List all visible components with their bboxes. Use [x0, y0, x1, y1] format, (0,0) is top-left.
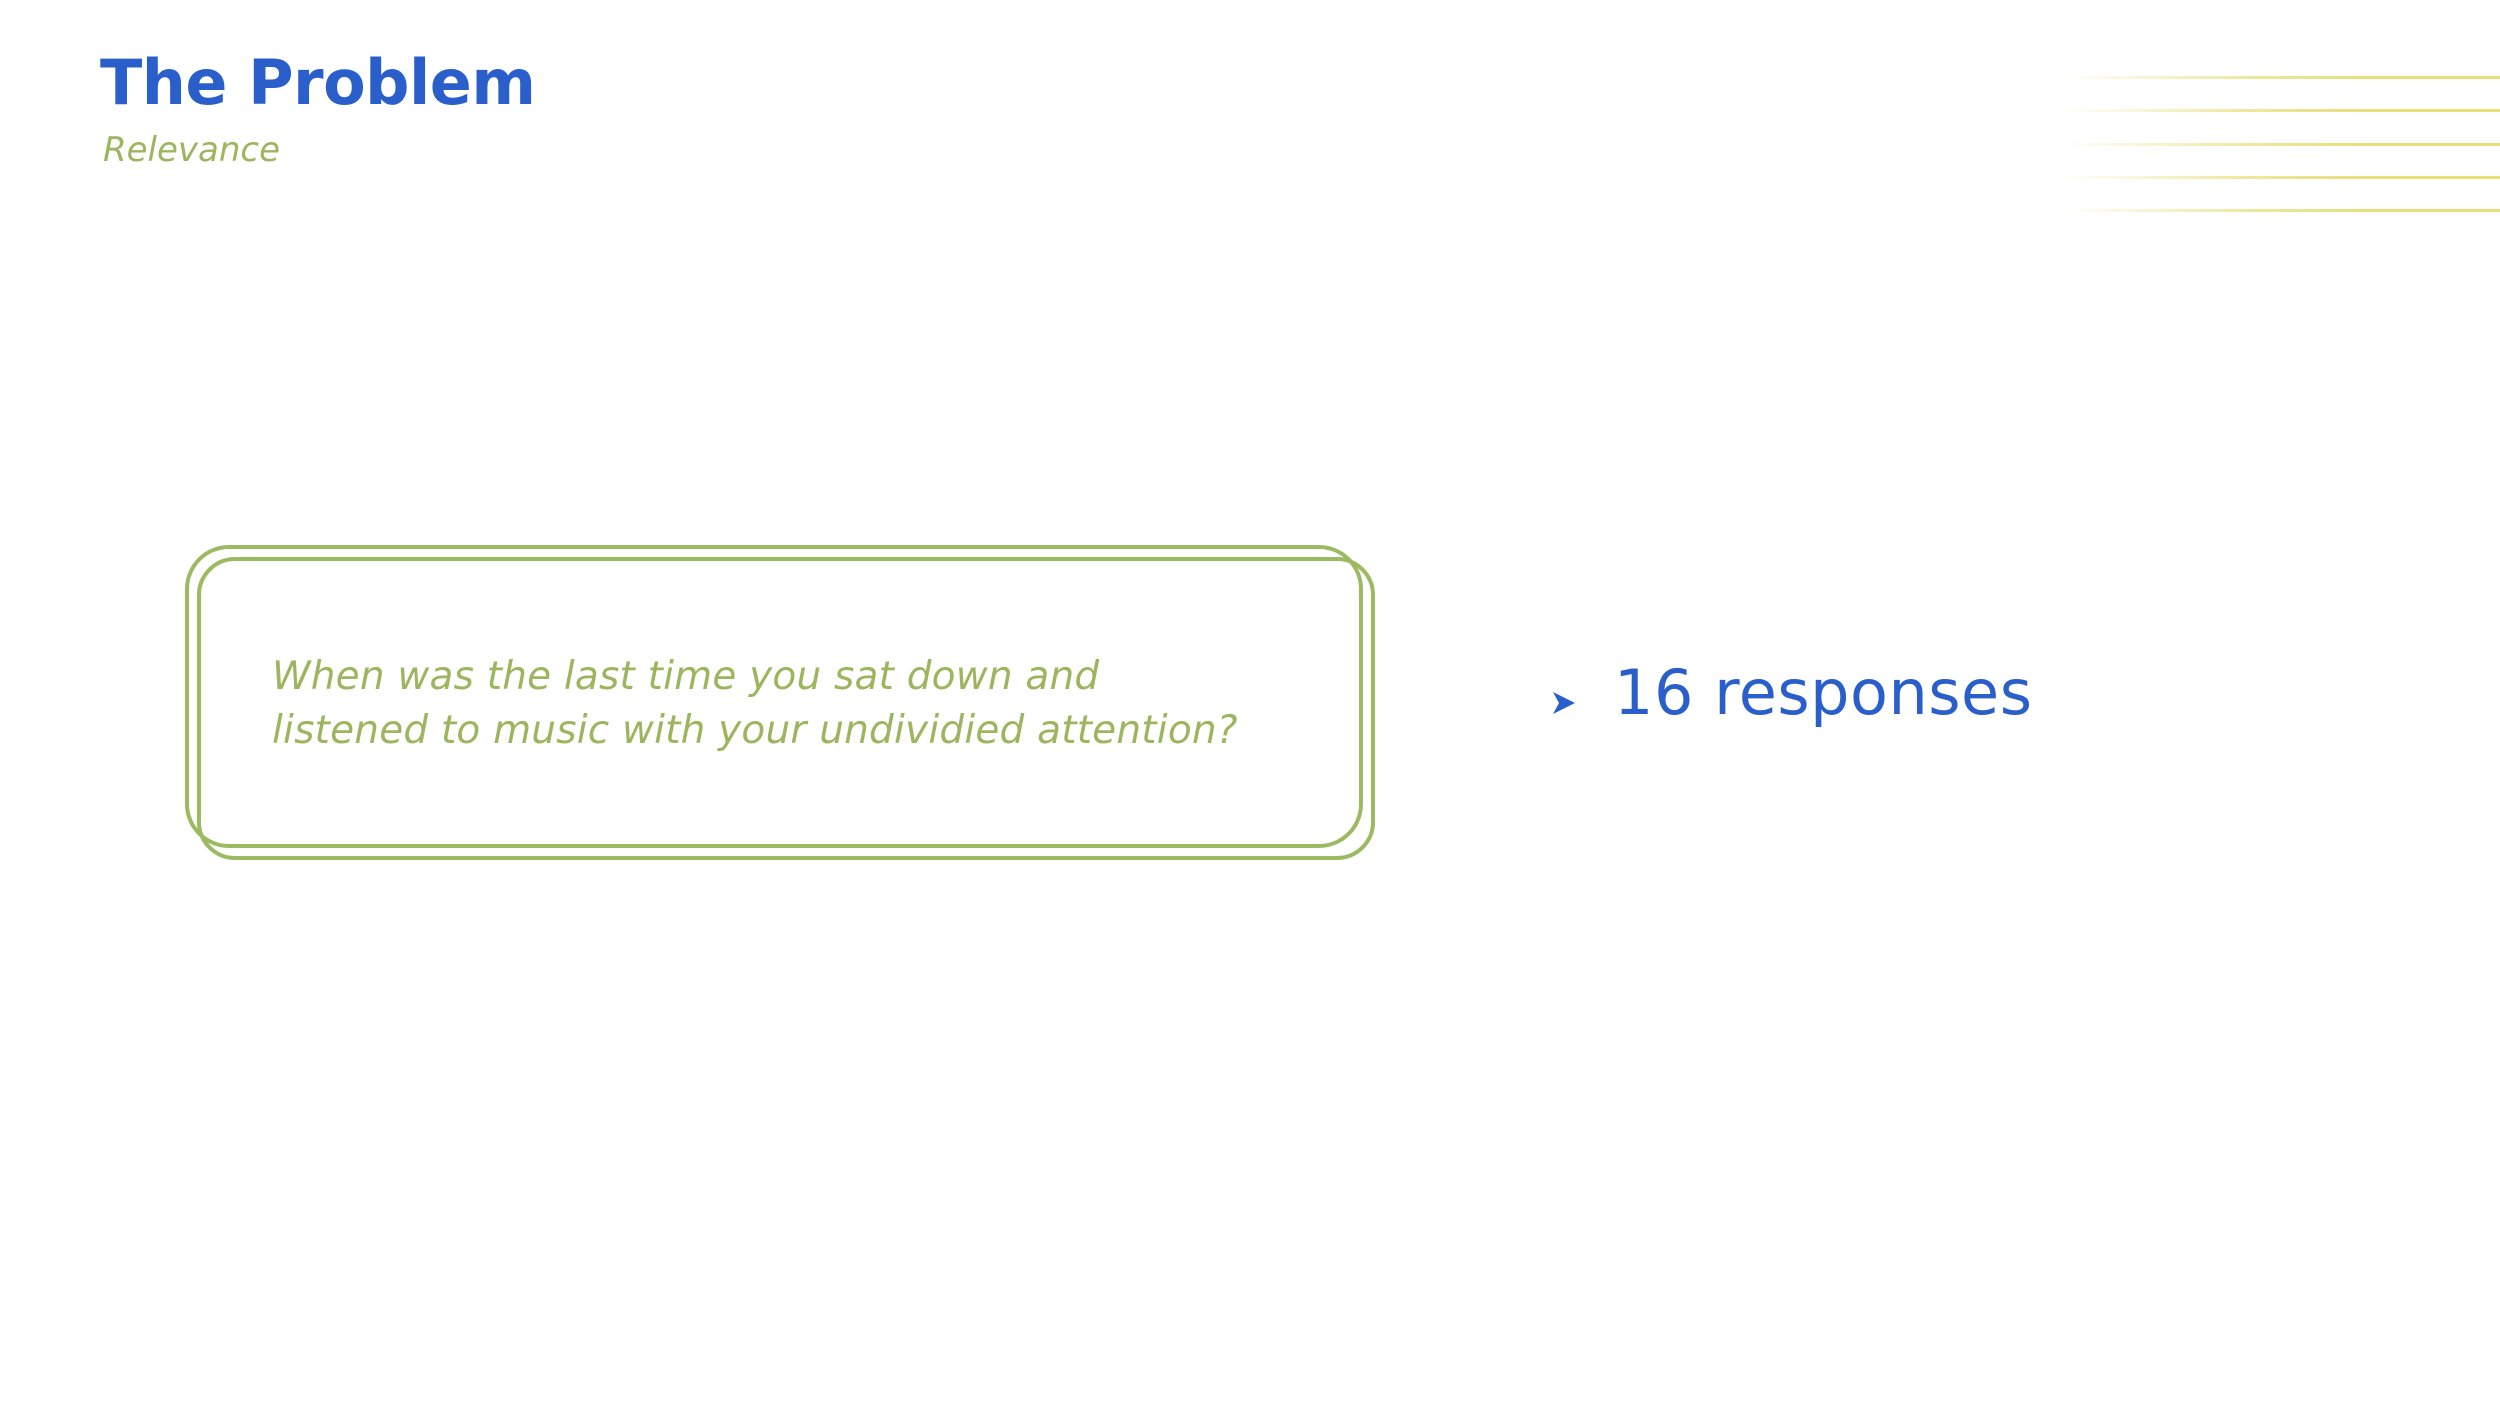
accent-line-2	[2060, 109, 2500, 112]
connector-arrow	[1370, 678, 1585, 728]
accent-line-1	[2060, 76, 2500, 79]
card-outer-border	[185, 545, 1363, 848]
card-inner-border	[197, 557, 1375, 860]
accent-line-3	[2060, 143, 2500, 146]
accent-line-4	[2060, 176, 2500, 179]
question-card: When was the last time you sat down and …	[185, 545, 1375, 860]
question-text-line-2: listened to music with your undividied a…	[272, 707, 1238, 753]
decorative-accent-lines	[2060, 0, 2500, 230]
page-subtitle: Relevance	[103, 129, 281, 170]
slide-header: The Problem Relevance	[100, 46, 536, 170]
question-text: When was the last time you sat down and …	[272, 650, 1292, 758]
arrow-right-icon	[1372, 692, 1575, 714]
response-count-label: 16 responses	[1614, 656, 2033, 729]
accent-line-5	[2060, 209, 2500, 212]
question-text-line-1: When was the last time you sat down and	[272, 654, 1100, 699]
page-title: The Problem	[100, 46, 536, 119]
